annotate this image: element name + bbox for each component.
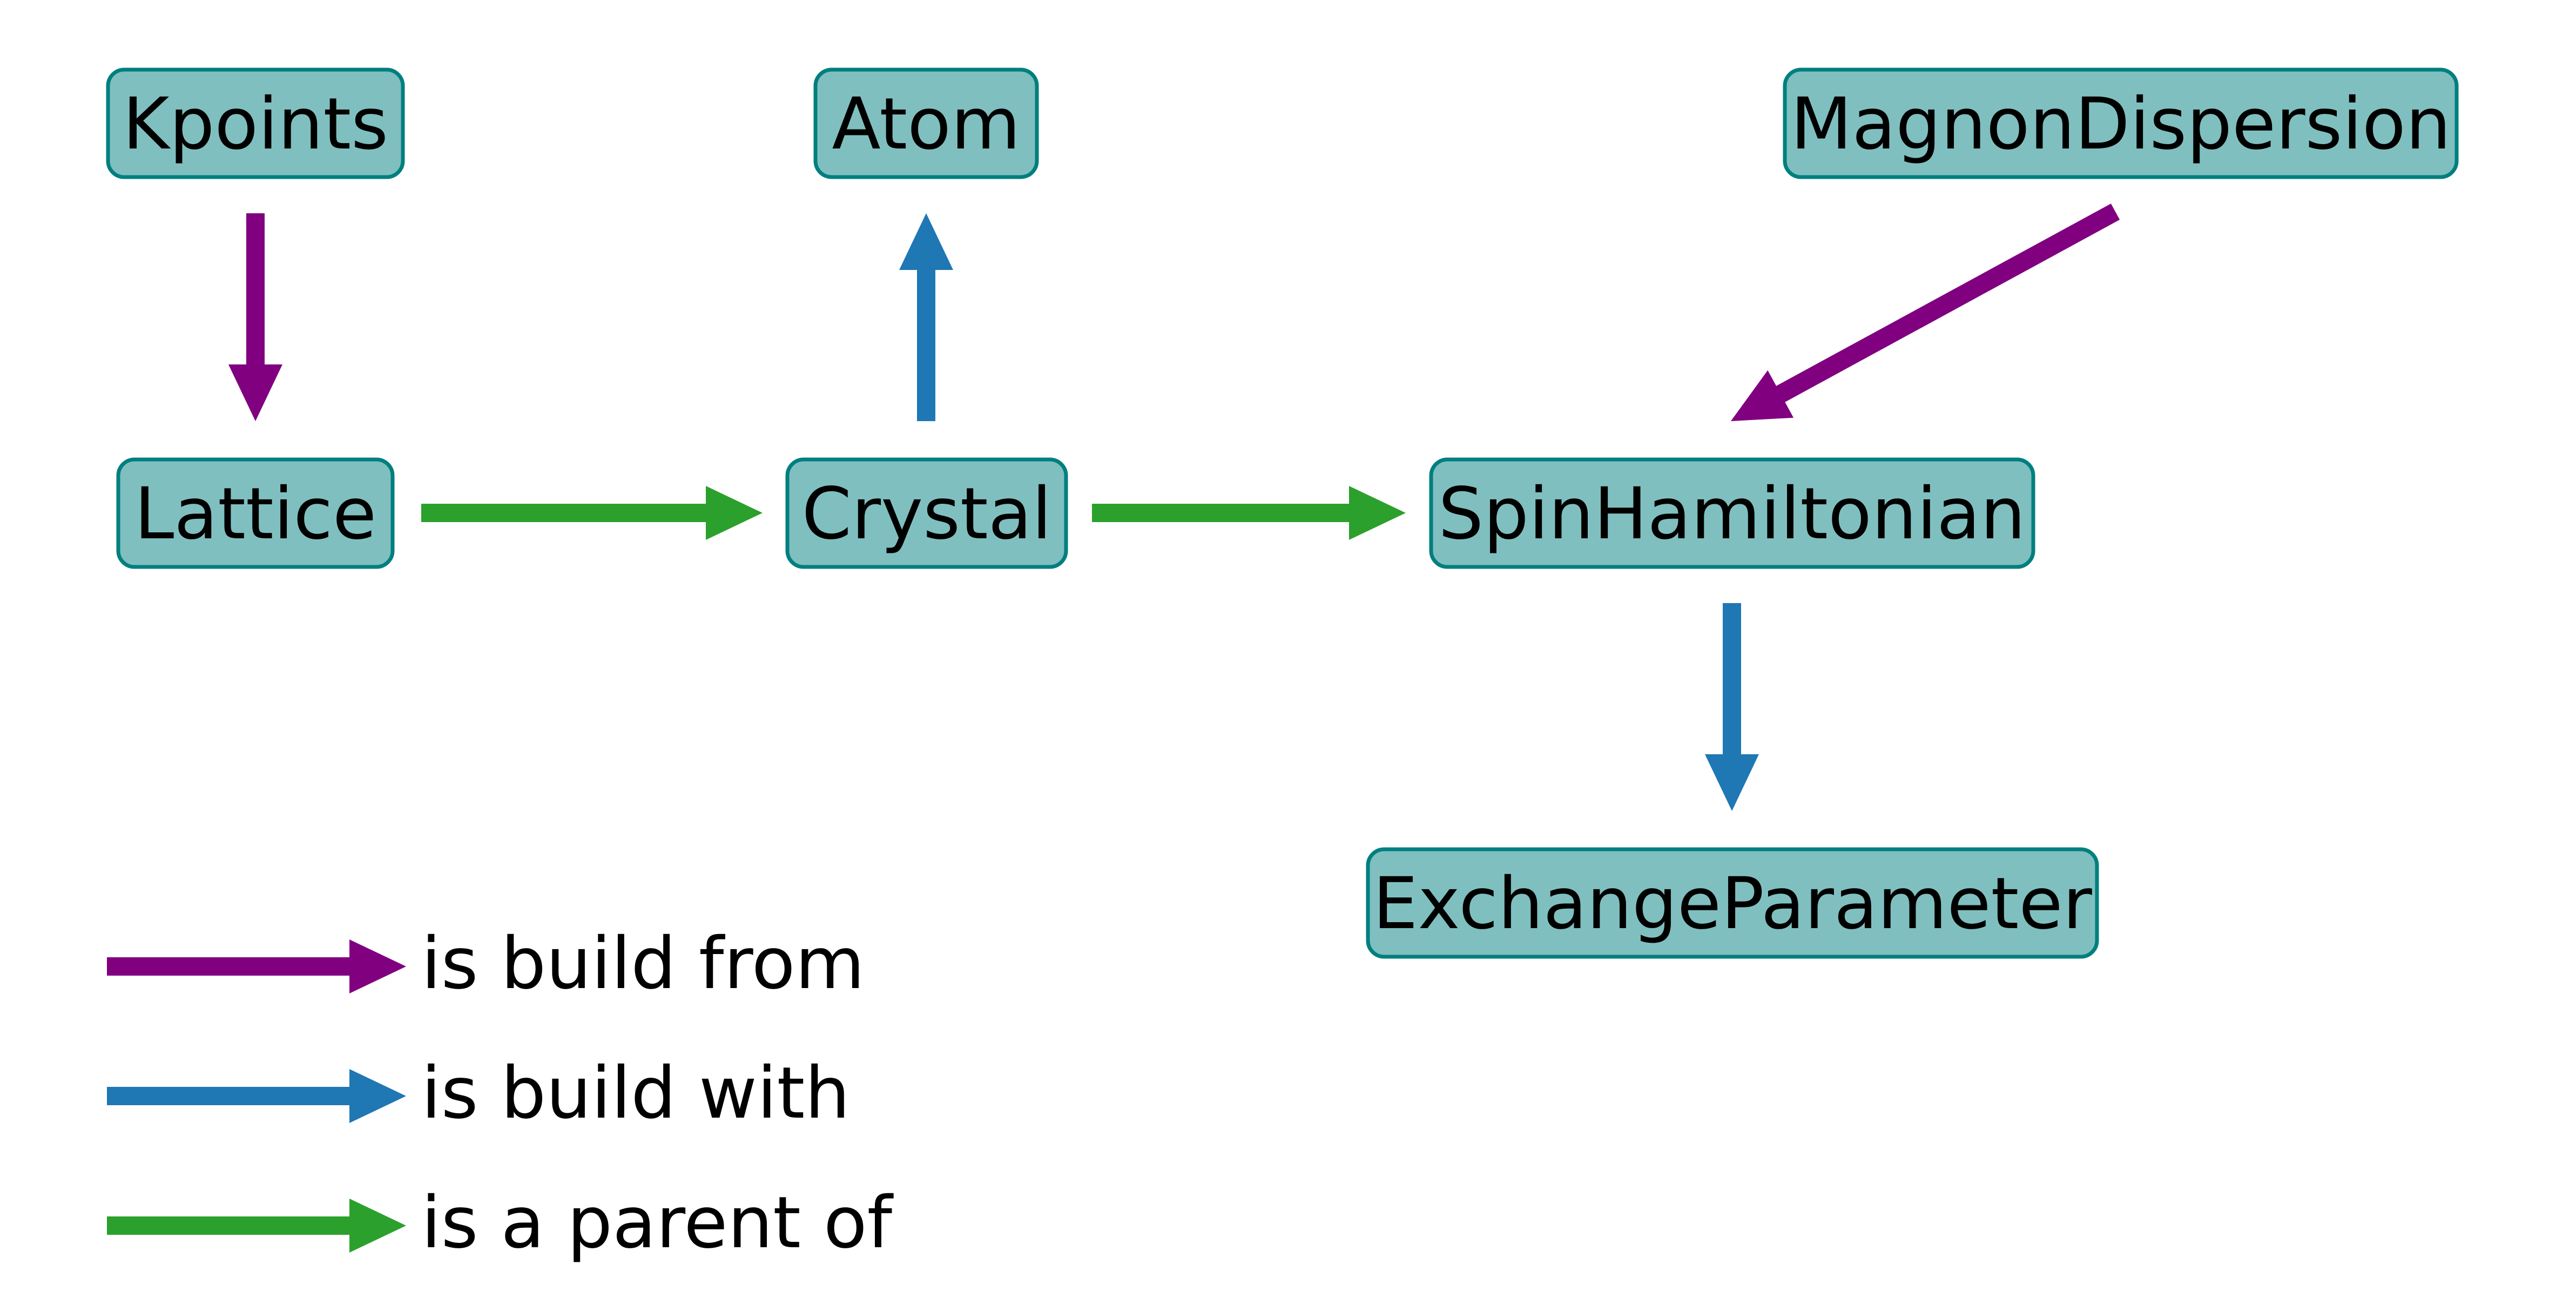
legend-label-build-from: is build from [421,922,865,1005]
arrow-lattice-to-crystal [421,486,763,540]
legend-arrow-parent-of [107,1199,406,1253]
node-kpoints: Kpoints [106,67,405,179]
arrow-magnondispersion-to-spinhamiltonian [1731,204,2120,421]
legend-arrow-build-from [107,939,406,993]
node-crystal-label: Crystal [802,472,1052,556]
legend-label-build-with: is build with [421,1052,850,1135]
legend: is build from is build with is a parent … [107,922,894,1264]
node-lattice: Lattice [116,457,395,569]
node-kpoints-label: Kpoints [123,83,388,166]
arrow-crystal-to-atom [899,213,953,421]
arrow-kpoints-to-lattice [228,213,282,421]
node-magnon-dispersion: MagnonDispersion [1783,67,2459,179]
arrow-spinhamiltonian-to-exchangeparameter [1705,603,1759,811]
legend-arrow-build-with [107,1069,406,1123]
node-spin-hamiltonian-label: SpinHamiltonian [1438,472,2025,556]
node-atom: Atom [813,67,1039,179]
node-atom-label: Atom [832,83,1020,166]
node-lattice-label: Lattice [134,472,376,556]
node-magnon-dispersion-label: MagnonDispersion [1791,83,2451,166]
arrow-crystal-to-spinhamiltonian [1092,486,1406,540]
node-exchange-parameter-label: ExchangeParameter [1373,862,2092,945]
node-crystal: Crystal [785,457,1068,569]
node-exchange-parameter: ExchangeParameter [1366,847,2099,959]
legend-label-parent-of: is a parent of [421,1181,894,1264]
node-spin-hamiltonian: SpinHamiltonian [1429,457,2035,569]
